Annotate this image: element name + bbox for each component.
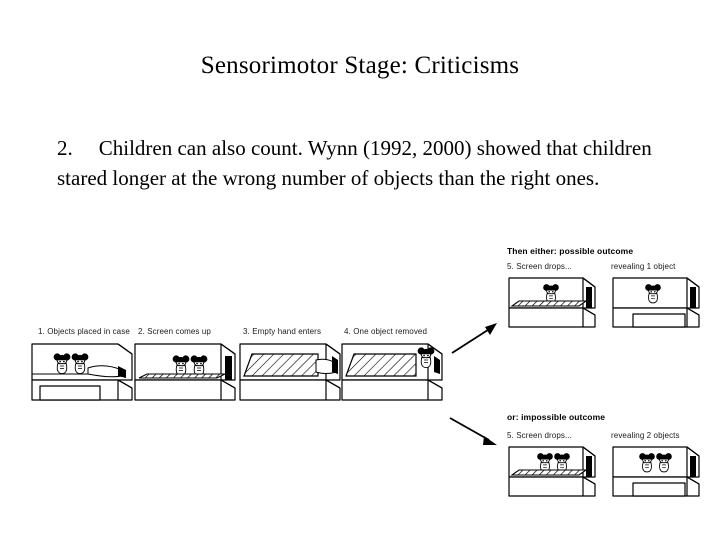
panel-reveal-1-label: revealing 1 object — [611, 262, 676, 271]
page-title: Sensorimotor Stage: Criticisms — [200, 52, 520, 79]
panel-5-impossible-label: 5. Screen drops... — [507, 431, 572, 440]
panel-revealing-2-objects — [611, 443, 707, 498]
panel-3-label: 3. Empty hand enters — [243, 327, 322, 336]
panel-1-objects-placed-in-case — [30, 340, 140, 402]
possible-outcome-heading: Then either: possible outcome — [507, 246, 634, 256]
panel-reveal-2-label: revealing 2 objects — [611, 431, 680, 440]
arrow-to-possible-outcome — [451, 323, 497, 354]
panel-5-possible-label: 5. Screen drops... — [507, 262, 572, 271]
impossible-outcome-heading: or: impossible outcome — [507, 412, 606, 422]
panel-4-label: 4. One object removed — [344, 327, 428, 336]
body-sentence: Children can also count. Wynn (1992, 200… — [57, 136, 652, 190]
arrow-to-impossible-outcome — [449, 417, 497, 445]
list-number: 2. — [57, 136, 73, 160]
panel-revealing-1-object — [611, 274, 707, 329]
panel-5-screen-drops-possible — [507, 274, 603, 329]
body-paragraph: 2.Children can also count. Wynn (1992, 2… — [57, 133, 667, 193]
panel-4-one-object-removed — [340, 340, 450, 402]
panel-2-screen-comes-up — [133, 340, 243, 402]
panel-5-screen-drops-impossible — [507, 443, 603, 498]
panel-3-empty-hand-enters — [238, 340, 348, 402]
panel-2-label: 2. Screen comes up — [138, 327, 211, 336]
panel-1-label: 1. Objects placed in case — [38, 327, 130, 336]
